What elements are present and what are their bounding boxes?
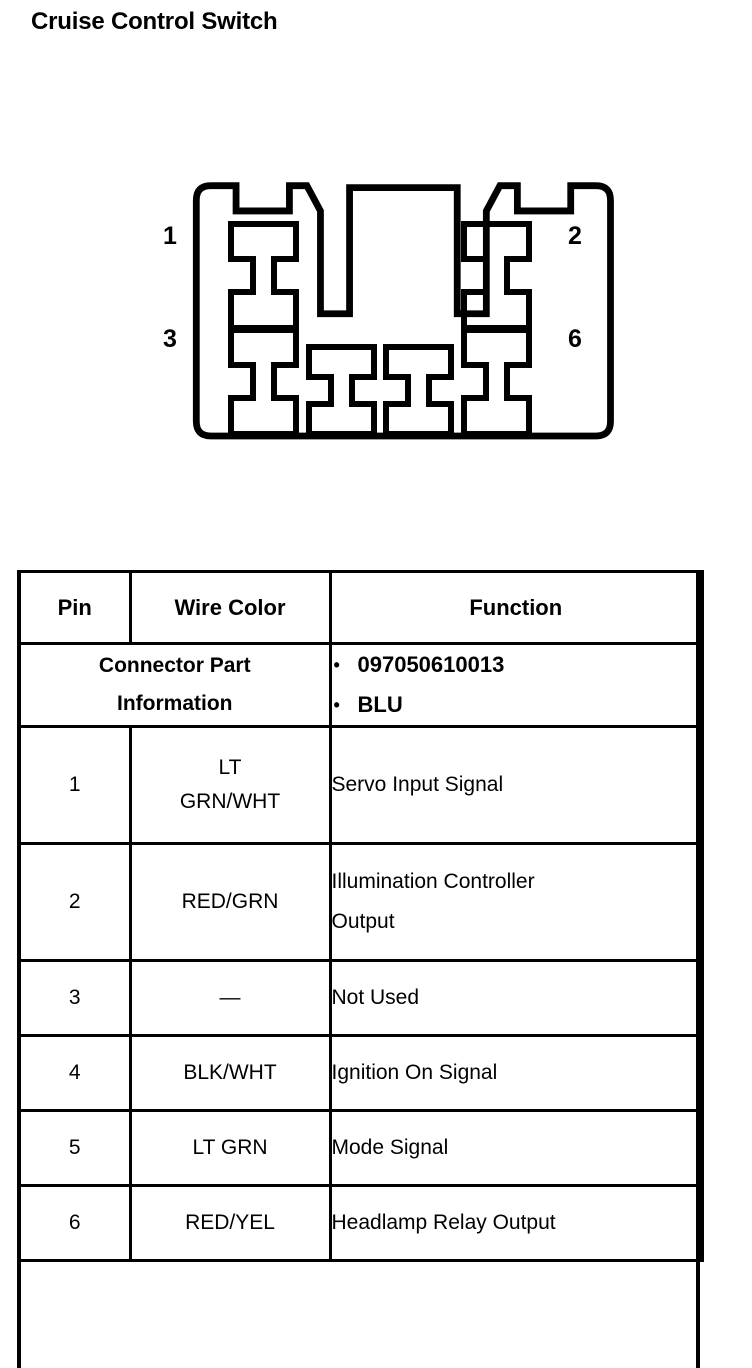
function-line1: Ignition On Signal — [331, 1061, 498, 1084]
cell-function: Mode Signal — [328, 1109, 704, 1187]
pin-callout-1: 1 — [163, 222, 177, 250]
page-title: Cruise Control Switch — [31, 8, 278, 35]
cell-function: Headlamp Relay Output — [328, 1184, 704, 1262]
cell-pin: 2 — [17, 842, 132, 962]
table-row: 2 RED/GRN Illumination Controller Output — [17, 842, 704, 962]
cell-wire-color: RED/YEL — [128, 1184, 332, 1262]
connector-diagram-panel: 1 3 2 6 — [17, 47, 700, 570]
cell-wire-color: RED/GRN — [128, 842, 332, 962]
column-header-function: Function — [328, 570, 704, 645]
terminal-cavity-group-left — [228, 221, 299, 437]
cell-wire-color: LT GRN/WHT — [128, 725, 332, 845]
function-line1: Not Used — [331, 986, 420, 1009]
function-line2: Output — [331, 910, 395, 933]
function-line1: Mode Signal — [331, 1136, 449, 1159]
pin-callout-2: 2 — [568, 222, 582, 250]
cell-pin: 5 — [17, 1109, 132, 1187]
function-line1: Servo Input Signal — [331, 773, 504, 796]
cpi-label-line2: Information — [117, 692, 233, 715]
cell-function: Illumination Controller Output — [328, 842, 704, 962]
connector-face-diagram — [17, 47, 700, 570]
table-header-row: Pin Wire Color Function — [17, 570, 704, 645]
table-row: 3 — Not Used — [17, 959, 704, 1037]
column-header-pin: Pin — [17, 570, 132, 645]
function-line1: Headlamp Relay Output — [331, 1211, 556, 1234]
connector-shell — [192, 182, 614, 440]
table-row: 4 BLK/WHT Ignition On Signal — [17, 1034, 704, 1112]
table-row: 5 LT GRN Mode Signal — [17, 1109, 704, 1187]
connector-part-information-row: Connector Part Information 097050610013 … — [17, 642, 704, 728]
wire-color-line1: RED/YEL — [185, 1211, 275, 1234]
connector-part-information-label: Connector Part Information — [17, 642, 332, 728]
function-line1: Illumination Controller — [331, 870, 535, 893]
pin-callout-3: 3 — [163, 325, 177, 353]
wire-color-line1: — — [219, 986, 241, 1009]
terminal-cavity-5 — [383, 344, 454, 437]
wire-color-line1: LT — [218, 756, 242, 779]
wire-color-line1: LT GRN — [192, 1136, 268, 1159]
cell-function: Servo Input Signal — [328, 725, 704, 845]
cell-function: Not Used — [328, 959, 704, 1037]
connector-part-information-values: 097050610013 BLU — [328, 642, 704, 728]
connector-pin-table: Connector Part Information 097050610013 … — [17, 570, 704, 1262]
wire-color-line1: RED/GRN — [181, 890, 279, 913]
wire-color-line2: GRN/WHT — [179, 790, 281, 813]
terminal-cavity-group-right — [461, 221, 532, 437]
connector-part-value-list: 097050610013 BLU — [332, 645, 701, 725]
cell-wire-color: LT GRN — [128, 1109, 332, 1187]
cell-pin: 4 — [17, 1034, 132, 1112]
terminal-cavity-4 — [306, 344, 377, 437]
cell-pin: 1 — [17, 725, 132, 845]
terminal-cavity-6 — [461, 327, 532, 437]
table-row: 6 RED/YEL Headlamp Relay Output — [17, 1184, 704, 1262]
cell-wire-color: BLK/WHT — [128, 1034, 332, 1112]
wire-color-line1: BLK/WHT — [183, 1061, 277, 1084]
cell-wire-color: — — [128, 959, 332, 1037]
cell-function: Ignition On Signal — [328, 1034, 704, 1112]
cpi-label-line1: Connector Part — [98, 654, 251, 677]
column-header-wire-color: Wire Color — [128, 570, 332, 645]
list-item: 097050610013 — [334, 645, 701, 685]
table-row: 1 LT GRN/WHT Servo Input Signal — [17, 725, 704, 845]
pin-callout-6: 6 — [568, 325, 582, 353]
diagram-background — [17, 47, 700, 570]
cell-pin: 3 — [17, 959, 132, 1037]
terminal-cavity-3 — [228, 327, 299, 437]
cell-pin: 6 — [17, 1184, 132, 1262]
list-item: BLU — [334, 685, 701, 725]
terminal-cavity-group-center — [306, 344, 454, 437]
